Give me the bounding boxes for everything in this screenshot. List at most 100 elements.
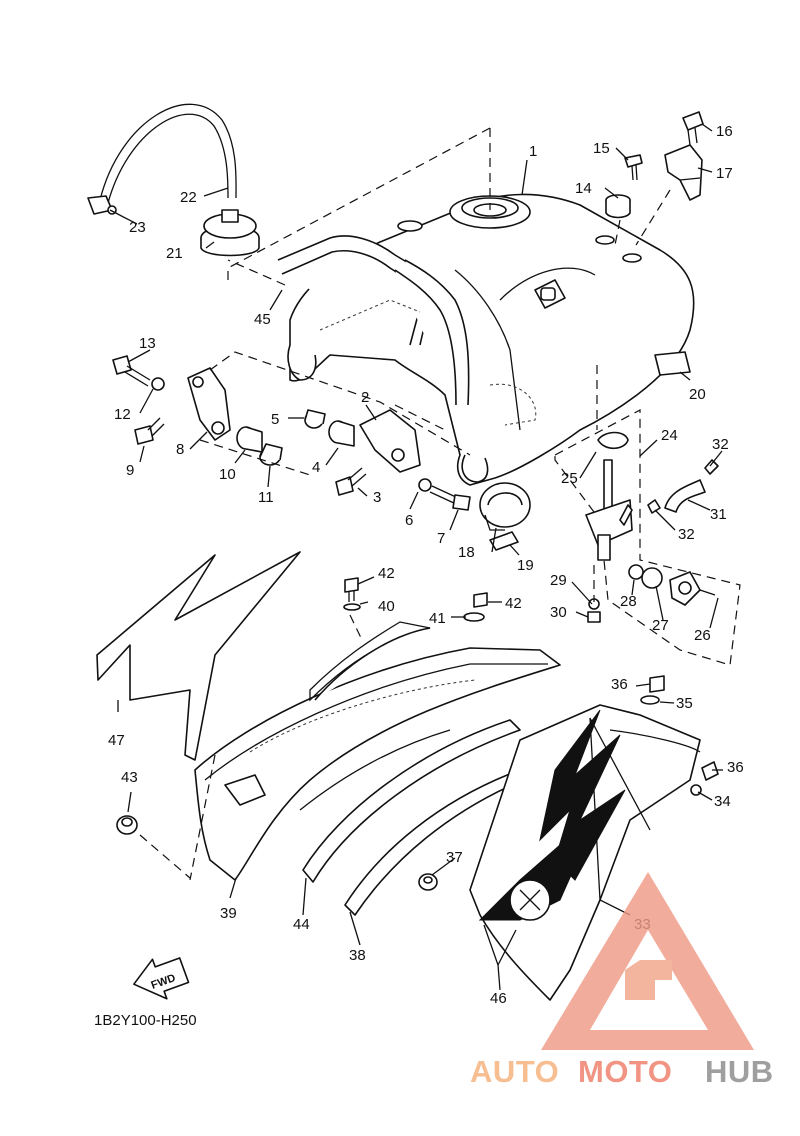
bolt-36b <box>701 761 719 781</box>
oring-27 <box>641 567 663 589</box>
screw-30 <box>587 611 601 623</box>
callout-40: 40 <box>378 598 395 615</box>
grommet-10 <box>236 426 263 453</box>
collar-5 <box>304 409 326 429</box>
callout-37: 37 <box>446 849 463 866</box>
callout-17: 17 <box>716 165 733 182</box>
callout-47: 47 <box>108 732 125 749</box>
grommet-37 <box>418 873 438 891</box>
grommet-4 <box>328 420 355 447</box>
side-cover-39 <box>194 621 561 881</box>
callout-12: 12 <box>114 406 131 423</box>
bolt-9 <box>134 417 165 445</box>
washer-6 <box>418 478 432 492</box>
callout-46: 46 <box>490 990 507 1007</box>
callout-2: 2 <box>361 389 369 406</box>
callout-32b: 32 <box>678 526 695 543</box>
bolt-36a <box>649 675 665 693</box>
washer-40 <box>343 603 361 611</box>
callout-44: 44 <box>293 916 310 933</box>
callout-11: 11 <box>258 489 274 506</box>
callout-34: 34 <box>714 793 731 810</box>
watermark-logo: AUTO MOTO HUB <box>470 872 774 1089</box>
callout-9: 9 <box>126 462 134 479</box>
callout-42b: 42 <box>505 595 522 612</box>
callout-30: 30 <box>550 604 567 621</box>
callout-22: 22 <box>180 189 197 206</box>
shroud-33 <box>469 704 701 1001</box>
callout-31: 31 <box>710 506 727 523</box>
callout-25: 25 <box>561 470 578 487</box>
callout-29: 29 <box>550 572 567 589</box>
collar-11 <box>259 443 283 466</box>
clip-32b <box>647 499 661 514</box>
bolt-3 <box>335 467 367 496</box>
callout-19: 19 <box>517 557 534 574</box>
breather-hose <box>99 103 237 204</box>
callout-labels: 1 2 3 4 5 6 7 8 9 10 11 12 13 14 15 16 1… <box>94 123 744 1029</box>
callout-41: 41 <box>429 610 446 627</box>
bolt-16 <box>682 111 704 146</box>
fuel-cock <box>585 431 633 561</box>
callout-42a: 42 <box>378 565 395 582</box>
lever-26 <box>669 571 716 606</box>
washer-41 <box>463 612 485 622</box>
panel-graphic-47 <box>96 551 301 761</box>
fuel-cap <box>200 209 260 257</box>
grommet-43 <box>116 815 138 835</box>
cock-outline-24 <box>554 409 741 666</box>
leader-lines <box>109 123 723 991</box>
watermark-moto: MOTO <box>578 1054 672 1089</box>
callout-36a: 36 <box>611 676 628 693</box>
callout-21: 21 <box>166 245 183 262</box>
callout-7: 7 <box>437 530 445 547</box>
callout-39: 39 <box>220 905 237 922</box>
callout-35: 35 <box>676 695 693 712</box>
collar-14 <box>605 194 631 219</box>
callout-6: 6 <box>405 512 413 529</box>
watermark-auto: AUTO <box>470 1054 559 1089</box>
bolt-13 <box>112 355 151 387</box>
callout-18: 18 <box>458 544 475 561</box>
clip-19 <box>489 531 519 551</box>
callout-24: 24 <box>661 427 678 444</box>
callout-26: 26 <box>694 627 711 644</box>
fwd-arrow-icon: FWD <box>133 957 190 1000</box>
bracket-2 <box>359 409 421 473</box>
callout-5: 5 <box>271 411 279 428</box>
callout-13: 13 <box>139 335 156 352</box>
callout-43: 43 <box>121 769 138 786</box>
callout-3: 3 <box>373 489 381 506</box>
trim-44 <box>302 719 521 883</box>
tank-bracket <box>277 235 470 406</box>
callout-10: 10 <box>219 466 236 483</box>
callout-16: 16 <box>716 123 733 140</box>
clip-32a <box>704 459 719 475</box>
bracket-17 <box>664 144 703 201</box>
callout-36b: 36 <box>727 759 744 776</box>
watermark-triangle-icon <box>541 872 754 1050</box>
callout-38: 38 <box>349 947 366 964</box>
callout-23: 23 <box>129 219 146 236</box>
callout-27: 27 <box>652 617 669 634</box>
callout-1: 1 <box>529 143 537 160</box>
oring-28 <box>628 564 644 580</box>
washer-35 <box>640 695 660 705</box>
callout-32a: 32 <box>712 436 729 453</box>
diagram-code: 1B2Y100-H250 <box>94 1012 197 1029</box>
washer-12 <box>151 377 165 391</box>
callout-20: 20 <box>689 386 706 403</box>
damper-20 <box>654 351 691 376</box>
bolt-42b <box>473 592 488 608</box>
callout-4: 4 <box>312 459 320 476</box>
callout-8: 8 <box>176 441 184 458</box>
callout-45: 45 <box>254 311 271 328</box>
callout-15: 15 <box>593 140 610 157</box>
hose-clip <box>87 195 117 215</box>
bolt-7 <box>429 485 471 511</box>
callout-28: 28 <box>620 593 637 610</box>
callout-14: 14 <box>575 180 592 197</box>
watermark-hub: HUB <box>705 1054 774 1089</box>
